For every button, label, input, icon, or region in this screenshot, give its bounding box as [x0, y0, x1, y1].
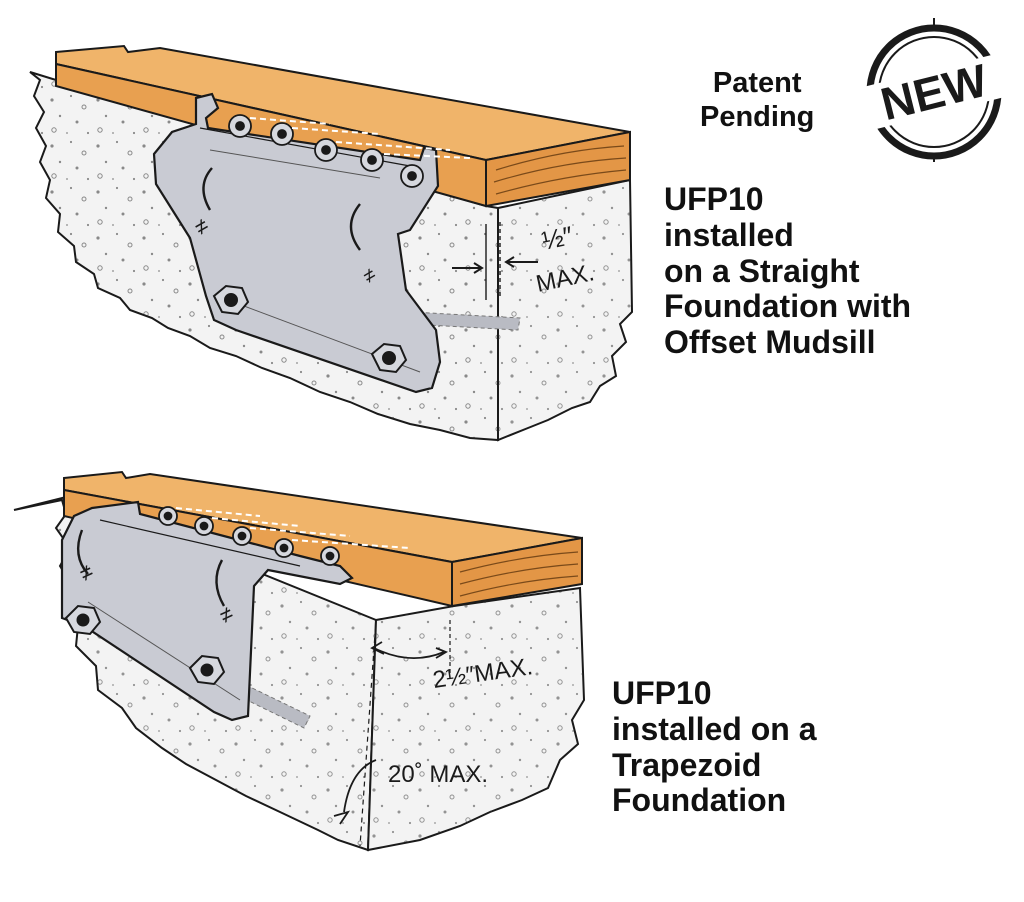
- bottom-caption-line: Foundation: [612, 782, 787, 819]
- top-caption-line: Offset Mudsill: [664, 324, 876, 361]
- patent-line-1: Patent: [712, 67, 802, 99]
- bottom-figure-caption: UFP10 installed on a Trapezoid Foundatio…: [612, 675, 817, 819]
- patent-pending-label: Patent Pending: [700, 66, 814, 134]
- top-figure: ≠ ≠ ½″ MAX.: [29, 44, 634, 442]
- bottom-figure: ≠ ≠ 2½″MAX. 20˚ MAX.: [13, 470, 586, 852]
- top-bolt-nuts: [212, 284, 408, 374]
- half-inch-fraction-label: ½″: [539, 220, 575, 256]
- top-screws: [228, 114, 424, 188]
- bottom-caption-line: UFP10: [612, 675, 712, 711]
- top-caption-line: on a Straight: [664, 252, 860, 289]
- top-caption-line: UFP10: [664, 181, 764, 217]
- top-figure-caption: UFP10 installed on a Straight Foundation…: [664, 181, 912, 361]
- bottom-screws: [158, 506, 340, 566]
- new-badge: NEW: [858, 18, 1010, 162]
- twenty-degree-max-label: 20˚ MAX.: [388, 761, 488, 788]
- top-caption-line: installed: [664, 216, 794, 253]
- top-caption-line: Foundation with: [664, 288, 912, 325]
- patent-line-2: Pending: [700, 101, 815, 134]
- bottom-caption-line: Trapezoid: [612, 746, 762, 783]
- bottom-caption-line: installed on a: [612, 710, 817, 747]
- bottom-bolt-nuts: [64, 604, 226, 686]
